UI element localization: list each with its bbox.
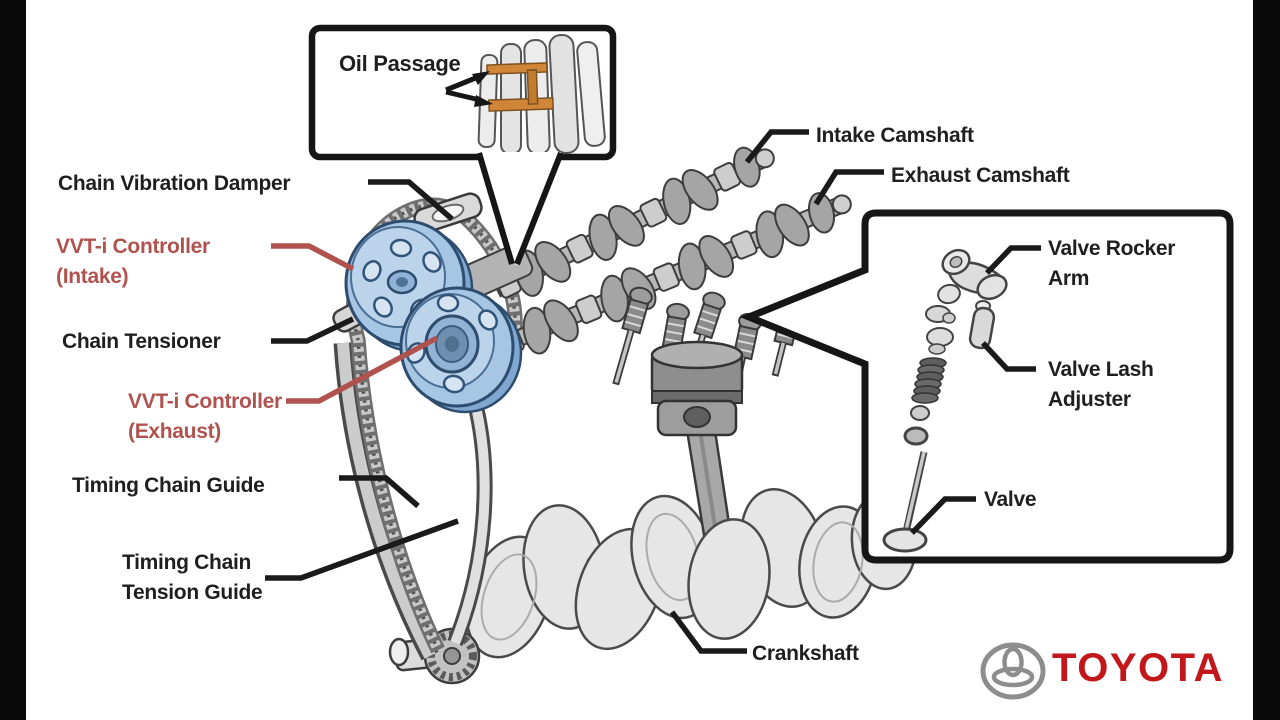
leader-vvti-intake [271, 243, 355, 272]
oil-passage-inset [308, 24, 617, 266]
label-vvti-controller-exhaust: VVT-i Controller (Exhaust) [128, 390, 282, 443]
label-exhaust-camshaft: Exhaust Camshaft [891, 164, 1070, 187]
label-crankshaft: Crankshaft [752, 642, 859, 665]
leader-intake-camshaft [744, 129, 809, 164]
valve-lash-adjuster-part [968, 300, 996, 350]
vvti-controller-exhaust-part [399, 286, 523, 414]
oil-passage-pointer [479, 152, 561, 266]
engine-illustration [332, 146, 918, 685]
label-chain-tensioner: Chain Tensioner [62, 330, 221, 353]
leader-vvti-exhaust [286, 335, 439, 404]
valve-spring-stack [903, 283, 961, 446]
label-chain-vibration-damper: Chain Vibration Damper [58, 172, 291, 195]
valve-train-inset [739, 209, 1234, 564]
label-vvti-controller-intake: VVT-i Controller (Intake) [56, 235, 210, 288]
label-timing-chain-guide: Timing Chain Guide [72, 474, 265, 497]
toyota-wordmark: TOYOTA [1052, 646, 1224, 690]
label-valve-lash-adjuster: Valve Lash Adjuster [1048, 358, 1154, 411]
label-valve-rocker-arm: Valve Rocker Arm [1048, 237, 1176, 290]
leader-timing-chain-guide [339, 475, 420, 509]
leader-crankshaft [669, 610, 747, 654]
piston-drawing [650, 340, 744, 437]
valve-part [882, 451, 928, 553]
leader-exhaust-camshaft [813, 169, 884, 206]
crank-lobe-front [687, 518, 771, 640]
leader-valve-lash-adjuster [980, 341, 1036, 372]
leader-lines [265, 129, 1041, 654]
label-valve: Valve [984, 488, 1037, 511]
leader-chain-tensioner [271, 316, 355, 344]
timing-chain-tension-guide-rail [447, 396, 493, 646]
leader-chain-vibration-damper [368, 179, 454, 222]
label-oil-passage: Oil Passage [339, 51, 461, 76]
leader-valve-rocker-arm [985, 245, 1041, 275]
intake-camshaft-drawing [492, 146, 775, 299]
toyota-emblem-icon [980, 642, 1046, 700]
valve-inset-box [739, 209, 1234, 564]
leader-valve [910, 496, 976, 535]
leader-timing-chain-tension-guide [265, 518, 459, 581]
label-timing-chain-tension-guide: Timing Chain Tension Guide [122, 551, 263, 604]
label-intake-camshaft: Intake Camshaft [816, 124, 974, 147]
